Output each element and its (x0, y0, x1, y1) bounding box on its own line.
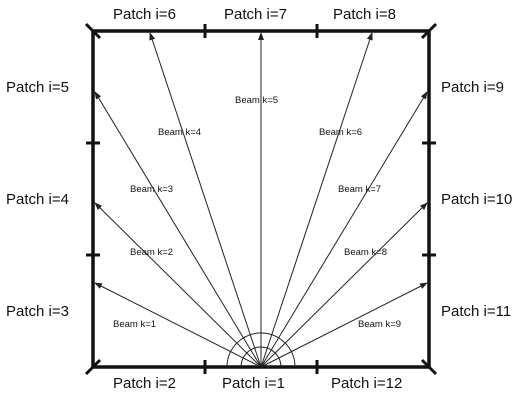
beam-label-k1: Beam k=1 (113, 319, 156, 330)
beam-label-k4: Beam k=4 (158, 127, 201, 138)
beam-label-k2: Beam k=2 (130, 247, 173, 258)
beam-line-k1 (94, 282, 262, 368)
beam-label-k3: Beam k=3 (130, 184, 173, 195)
patch-label-3: Patch i=3 (6, 303, 69, 320)
beam-labels: Beam k=1 Beam k=2 Beam k=3 Beam k=4 Beam… (113, 95, 401, 330)
beam-line-k3 (94, 91, 262, 368)
patch-boundary-ticks (86, 24, 436, 374)
patch-label-2: Patch i=2 (113, 375, 176, 392)
patch-label-8: Patch i=8 (333, 6, 396, 23)
corner-ticks (84, 22, 438, 376)
patch-labels: Patch i=6 Patch i=7 Patch i=8 Patch i=5 … (6, 6, 512, 392)
beam-line-k9 (260, 282, 428, 368)
beam-label-k6: Beam k=6 (319, 127, 362, 138)
beam-line-k7 (260, 91, 428, 368)
beam-line-k8 (260, 202, 428, 368)
patch-label-6: Patch i=6 (113, 6, 176, 23)
beam-label-k9: Beam k=9 (358, 319, 401, 330)
beam-line-k2 (94, 202, 262, 368)
patch-label-4: Patch i=4 (6, 191, 69, 208)
beam-line-k4 (149, 32, 262, 368)
patch-label-5: Patch i=5 (6, 79, 69, 96)
patch-label-12: Patch i=12 (331, 375, 402, 392)
patch-label-10: Patch i=10 (441, 191, 512, 208)
patch-label-7: Patch i=7 (224, 6, 287, 23)
beam-label-k5: Beam k=5 (235, 95, 278, 106)
beam-line-k6 (260, 32, 373, 368)
beams (94, 32, 428, 368)
beam-label-k7: Beam k=7 (338, 184, 381, 195)
patch-label-9: Patch i=9 (441, 79, 504, 96)
beam-label-k8: Beam k=8 (344, 247, 387, 258)
patch-label-11: Patch i=11 (441, 303, 511, 320)
patch-label-1: Patch i=1 (222, 375, 285, 392)
